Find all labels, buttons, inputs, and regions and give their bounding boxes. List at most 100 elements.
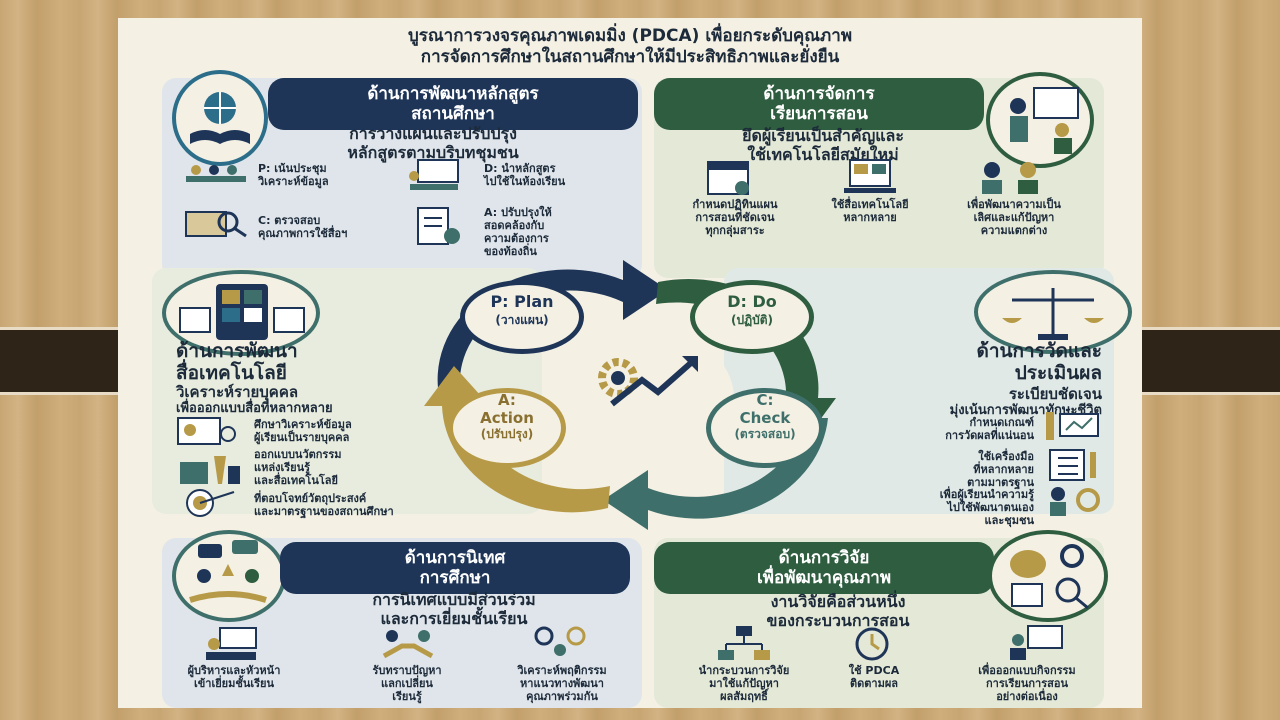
technology-item-innovation-line-2: แหล่งเรียนรู้ (254, 461, 310, 474)
research-item-pdca-line-1: ใช้ PDCA (848, 664, 900, 677)
assessment-item-tools-line-1: ใช้เครื่องมือ (978, 450, 1034, 463)
plan-label: P: Plan (วางแผน) (460, 292, 584, 328)
curriculum-item-c: C: ตรวจสอบ คุณภาพการใช้สื่อฯ (258, 214, 398, 240)
check-title: Check (739, 409, 791, 427)
technology-item-objectives-line-2: และมาตรฐานของสถานศึกษา (254, 505, 394, 518)
curriculum-subtitle-line-1: การวางแผนและปรับปรุง (349, 124, 517, 143)
curriculum-item-a-line-4: ของท้องถิ่น (484, 245, 537, 258)
research-header-line-2: เพื่อพัฒนาคุณภาพ (756, 568, 892, 588)
teaching-item-tech-line-1: ใช้สื่อเทคโนโลยี (831, 198, 909, 211)
innovation-tools-icon (178, 452, 242, 486)
curriculum-item-d-line-2: ไปใช้ในห้องเรียน (484, 175, 566, 188)
research-header: ด้านการวิจัย เพื่อพัฒนาคุณภาพ (654, 542, 994, 594)
research-header-line-1: ด้านการวิจัย (778, 548, 870, 568)
teaching-item-calendar: กำหนดปฏิทินแผน การสอนที่ชัดเจน ทุกกลุ่มส… (670, 198, 800, 237)
supervision-subtitle: การนิเทศแบบมีส่วนร่วม และการเยี่ยมชั้นเร… (294, 590, 614, 628)
brain-research-icon (988, 530, 1108, 622)
supervision-item-analysis-line-3: คุณภาพร่วมกัน (526, 690, 598, 703)
curriculum-item-d-line-1: D: นำหลักสูตร (484, 162, 556, 175)
teacher-student-icon (986, 72, 1094, 168)
students-icon (976, 158, 1046, 196)
research-subtitle-line-1: งานวิจัยคือส่วนหนึ่ง (770, 592, 906, 611)
assessment-item-apply-line-1: เพื่อผู้เรียนนำความรู้ (939, 488, 1034, 501)
technology-item-objectives: ที่ตอบโจทย์วัตถุประสงค์ และมาตรฐานของสถา… (254, 492, 494, 518)
technology-item-innovation-line-1: ออกแบบนวัตกรรม (254, 448, 342, 461)
assessment-item-tools: ใช้เครื่องมือ ที่หลากหลาย ตามมาตรฐาน (864, 450, 1034, 489)
check-prefix: C: (756, 391, 774, 409)
research-item-process: นำกระบวนการวิจัย มาใช้แก้ปัญหา ผลสัมฤทธิ… (674, 664, 814, 703)
plan-badge (460, 280, 584, 354)
technology-item-analysis-line-1: ศึกษาวิเคราะห์ข้อมูล (254, 418, 352, 431)
supervision-item-exchange-line-1: รับทราบปัญหา (372, 664, 442, 677)
supervision-header-line-1: ด้านการนิเทศ (404, 548, 506, 568)
check-badge (706, 388, 824, 468)
teaching-header: ด้านการจัดการ เรียนการสอน (654, 78, 984, 130)
gear-growth-icon (572, 342, 712, 412)
technology-item-analysis-line-2: ผู้เรียนเป็นรายบุคคล (254, 431, 350, 444)
supervision-item-analysis-line-1: วิเคราะห์พฤติกรรม (517, 664, 607, 677)
check-subtitle: (ตรวจสอบ) (734, 427, 796, 441)
assessment-item-apply: เพื่อผู้เรียนนำความรู้ ไปใช้พัฒนาตนเอง แ… (854, 488, 1034, 527)
supervision-item-analysis: วิเคราะห์พฤติกรรม หาแนวทางพัฒนา คุณภาพร่… (490, 664, 634, 703)
curriculum-header: ด้านการพัฒนาหลักสูตร สถานศึกษา (268, 78, 638, 130)
teaching-item-excellence: เพื่อพัฒนาความเป็น เลิศและแก้ปัญหา ความแ… (944, 198, 1084, 237)
magnifier-book-icon (184, 208, 250, 238)
technology-subtitle-line-1: วิเคราะห์รายบุคคล (176, 383, 299, 401)
teaching-item-excellence-line-1: เพื่อพัฒนาความเป็น (967, 198, 1061, 211)
checklist-document-icon (414, 206, 462, 246)
curriculum-item-a-line-3: ความต้องการ (484, 232, 549, 245)
assessment-item-apply-line-2: ไปใช้พัฒนาตนเอง (947, 501, 1034, 514)
technology-item-innovation-line-3: และสื่อเทคโนโลยี (254, 474, 338, 487)
collaboration-icon (172, 530, 286, 622)
supervision-item-exchange: รับทราบปัญหา แลกเปลี่ยน เรียนรู้ (340, 664, 474, 703)
supervision-item-visit: ผู้บริหารและหัวหน้า เข้าเยี่ยมชั้นเรียน (164, 664, 304, 690)
book-globe-icon (172, 70, 268, 166)
assessment-item-tools-line-2: ที่หลากหลาย (973, 463, 1034, 476)
research-item-pdca: ใช้ PDCA ติดตามผล (824, 664, 924, 690)
supervision-item-analysis-line-2: หาแนวทางพัฒนา (520, 677, 604, 690)
curriculum-item-a: A: ปรับปรุงให้ สอดคล้องกับ ความต้องการ ข… (484, 206, 624, 258)
teaching-item-tech: ใช้สื่อเทคโนโลยี หลากหลาย (810, 198, 930, 224)
plan-title: P: Plan (490, 292, 554, 311)
teacher-board-icon (1008, 624, 1064, 662)
technology-item-analysis: ศึกษาวิเคราะห์ข้อมูล ผู้เรียนเป็นรายบุคค… (254, 418, 454, 444)
supervision-header: ด้านการนิเทศ การศึกษา (280, 542, 630, 594)
assessment-heading-line-1: ด้านการวัดและ (976, 340, 1102, 362)
curriculum-item-d: D: นำหลักสูตร ไปใช้ในห้องเรียน (484, 162, 624, 188)
technology-subtitle: วิเคราะห์รายบุคคล เพื่อออกแบบสื่อที่หลาก… (176, 383, 456, 417)
classroom-board-icon (408, 158, 460, 192)
teaching-item-tech-line-2: หลากหลาย (843, 211, 897, 224)
supervision-subtitle-line-2: และการเยี่ยมชั้นเรียน (380, 609, 528, 628)
ruler-board-icon (1044, 410, 1102, 442)
action-label: A: Action (ปรับปรุง) (448, 392, 566, 442)
research-subtitle-line-2: ของกระบวนการสอน (766, 611, 910, 630)
teaching-item-excellence-line-3: ความแตกต่าง (980, 224, 1048, 237)
research-item-process-line-2: มาใช้แก้ปัญหา (709, 677, 779, 690)
do-subtitle: (ปฏิบัติ) (730, 313, 774, 327)
action-badge (448, 388, 566, 468)
title-line-1: บูรณาการวงจรคุณภาพเดมมิ่ง (PDCA) เพื่อยก… (407, 26, 853, 46)
handshake-exchange-icon (378, 626, 438, 662)
supervision-item-exchange-line-3: เรียนรู้ (392, 690, 422, 703)
calendar-icon (706, 158, 752, 196)
teaching-item-calendar-line-1: กำหนดปฏิทินแผน (692, 198, 778, 211)
curriculum-subtitle-line-2: หลักสูตรตามบริบทชุมชน (347, 143, 519, 162)
assessment-item-tools-line-3: ตามมาตรฐาน (967, 476, 1034, 489)
title-line-2: การจัดการศึกษาในสถานศึกษาให้มีประสิทธิภา… (420, 47, 840, 67)
teaching-header-line-2: เรียนการสอน (770, 104, 868, 124)
do-badge (690, 280, 814, 354)
technology-heading: ด้านการพัฒนา สื่อเทคโนโลยี (176, 340, 446, 384)
supervision-header-line-2: การศึกษา (419, 568, 491, 588)
curriculum-subtitle: การวางแผนและปรับปรุง หลักสูตรตามบริบทชุม… (268, 124, 598, 162)
do-label: D: Do (ปฏิบัติ) (690, 292, 814, 328)
teaching-header-line-1: ด้านการจัดการ (763, 84, 875, 104)
assessment-item-criteria-line-2: การวัดผลที่แน่นอน (945, 429, 1034, 442)
curriculum-item-p-line-2: วิเคราะห์ข้อมูล (258, 175, 329, 188)
tablet-apps-icon (162, 270, 320, 356)
research-subtitle: งานวิจัยคือส่วนหนึ่ง ของกระบวนการสอน (698, 592, 978, 630)
action-title: Action (480, 409, 534, 427)
curriculum-item-a-line-1: A: ปรับปรุงให้ (484, 206, 552, 219)
action-subtitle: (ปรับปรุง) (480, 427, 534, 441)
assessment-item-apply-line-3: และชุมชน (984, 514, 1034, 527)
research-item-process-line-1: นำกระบวนการวิจัย (698, 664, 790, 677)
